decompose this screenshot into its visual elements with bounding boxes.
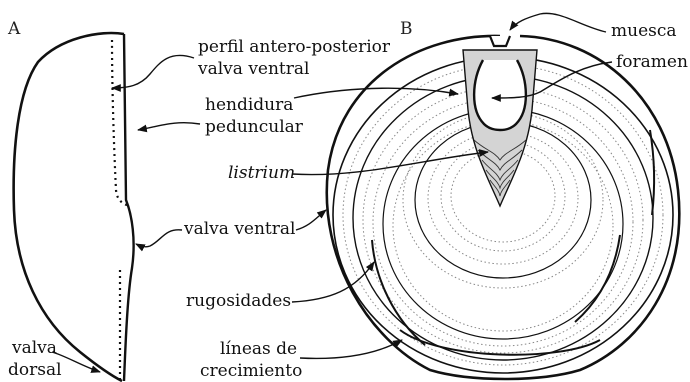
foramen-opening <box>474 60 526 130</box>
panel-label-a: A <box>7 19 21 39</box>
label-valva-dorsal-line2: dorsal <box>8 360 62 380</box>
label-lineas-line2: crecimiento <box>200 361 302 381</box>
label-valva-dorsal-line1: valva <box>11 338 57 358</box>
label-hendidura-line2: peduncular <box>205 117 304 137</box>
label-perfil-line2: valva ventral <box>197 59 309 79</box>
arrow-hendidura <box>294 88 458 98</box>
label-rugosidades: rugosidades <box>186 291 291 311</box>
annotation-labels: perfil antero-posterior valva ventral he… <box>8 21 688 381</box>
label-foramen: foramen <box>616 52 688 72</box>
arrow-valva-ventral-b <box>136 230 182 247</box>
arrow-muesca <box>510 13 606 32</box>
label-valva-ventral: valva ventral <box>183 219 295 239</box>
arrow-valva-ventral-c <box>296 210 326 230</box>
label-hendidura-line1: hendidura <box>205 95 293 115</box>
muesca-notch <box>490 36 510 46</box>
arrow-rugosidades <box>292 262 374 302</box>
dorsal-valve-outline <box>14 33 124 381</box>
side-profile-view <box>14 33 134 381</box>
label-perfil-line1: perfil antero-posterior <box>198 37 391 57</box>
arrow-lineas <box>300 340 402 358</box>
label-listrium: listrium <box>228 163 295 183</box>
label-lineas-line1: líneas de <box>220 339 297 359</box>
arrow-valva-ventral-a <box>138 123 200 130</box>
ventral-view <box>327 36 680 379</box>
panel-label-b: B <box>400 19 413 39</box>
label-muesca: muesca <box>611 21 677 41</box>
